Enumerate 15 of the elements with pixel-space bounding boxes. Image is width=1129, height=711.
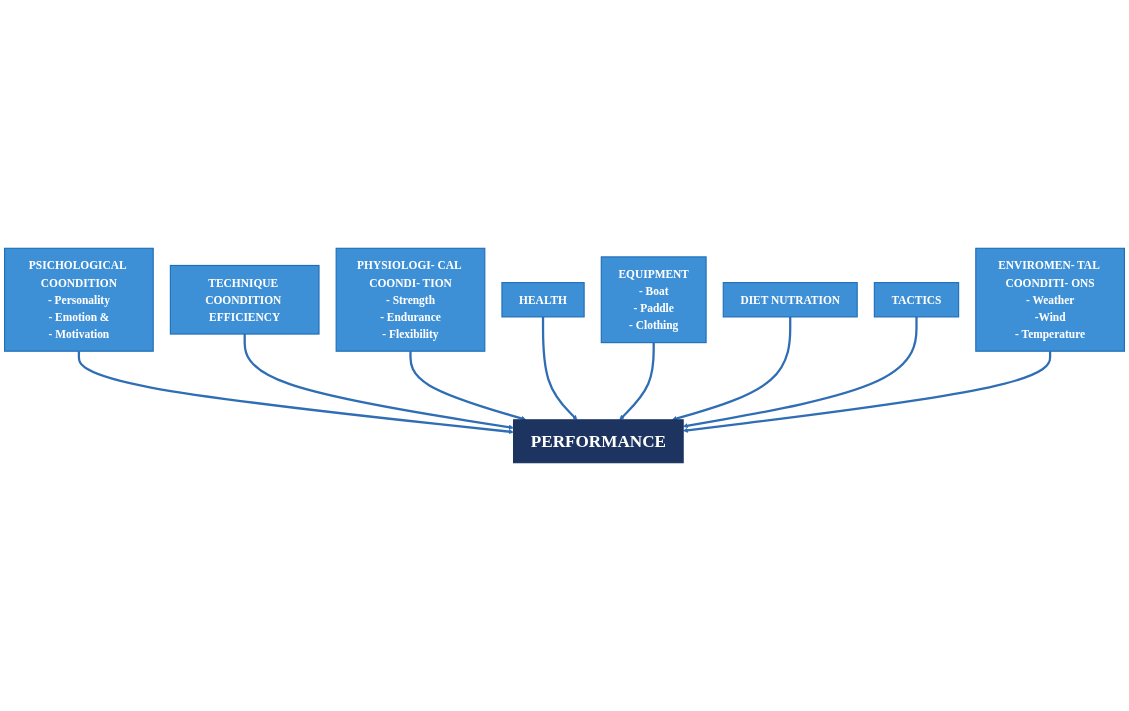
arrow bbox=[619, 342, 655, 421]
arrow bbox=[409, 351, 527, 421]
arrow bbox=[77, 351, 514, 435]
arrow bbox=[541, 316, 578, 421]
node-box: TECHNIQUE COONDITION EFFICIENCY bbox=[169, 264, 320, 335]
arrow bbox=[243, 334, 514, 430]
node-box: DIET NUTRATION bbox=[722, 282, 858, 318]
node-box: TACTICS bbox=[873, 282, 960, 318]
node-box: ENVIROMEN- TAL COONDITI- ONS - Weather -Wind - Temperature bbox=[975, 247, 1125, 352]
node-box: EQUIPMENT - Boat - Paddle - Clothing bbox=[600, 256, 707, 344]
node-box: PERFORMANCE bbox=[513, 419, 684, 464]
arrow bbox=[671, 316, 792, 421]
node-box: PSICHOLOGICAL COONDITION - Personality - Emotion & - Motivation bbox=[4, 247, 154, 352]
node-box: PHYSIOLOGI- CAL COONDI- TION - Strength - Endurance - Flexibility bbox=[335, 247, 486, 352]
node-box: HEALTH bbox=[501, 282, 585, 318]
